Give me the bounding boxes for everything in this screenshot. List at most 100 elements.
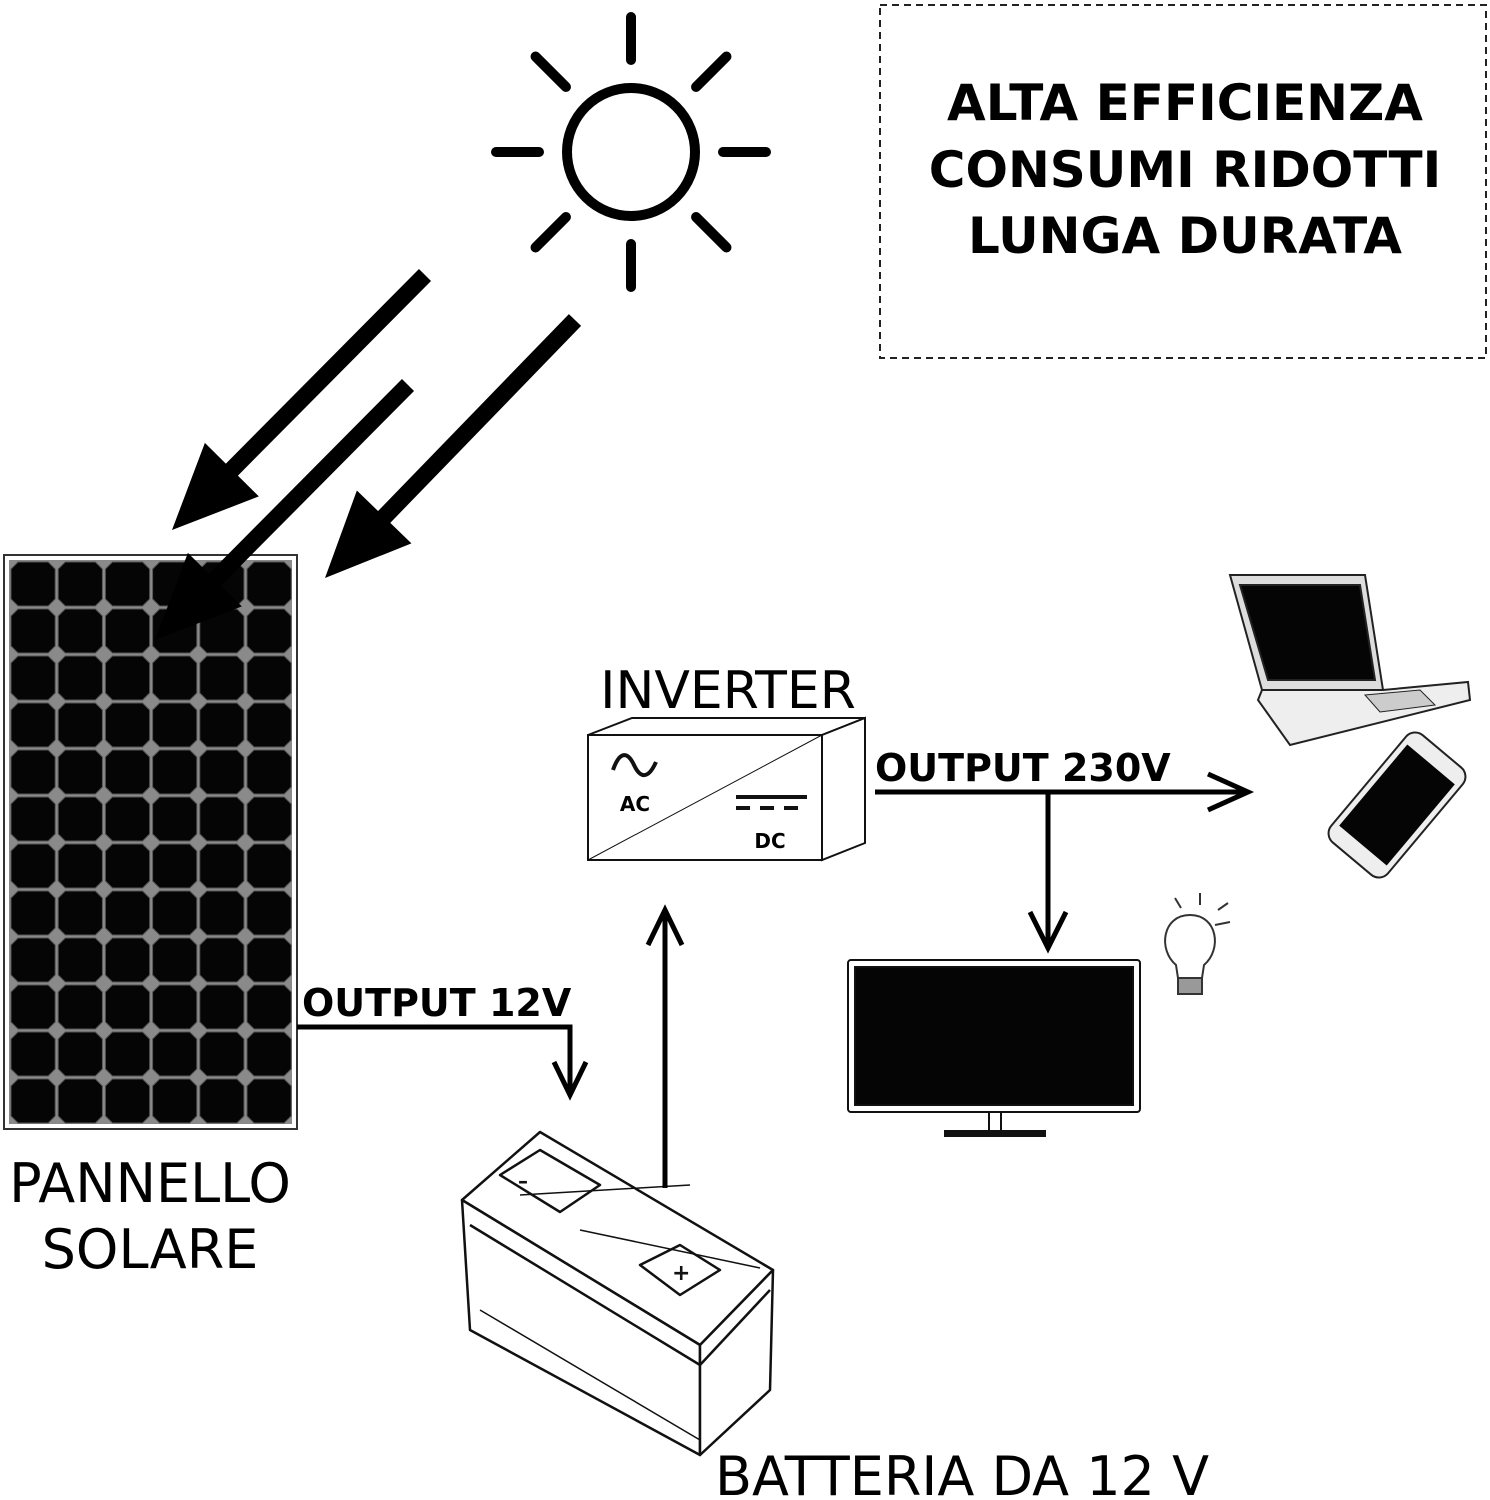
solar-cell [57,1031,103,1077]
solar-cell [104,749,151,795]
solar-cell [199,655,245,701]
solar-cell [57,890,103,936]
inverter-dc-label: DC [754,829,785,853]
solar-cell [10,984,56,1030]
solar-panel [3,554,298,1130]
solar-cell [10,655,56,701]
solar-cell [57,655,103,701]
solar-cell [199,702,245,748]
solar-cell [152,702,198,748]
solar-cell [199,749,245,795]
solar-cell [10,937,56,983]
solar-cell [104,937,151,983]
feature-reduced-consumption: CONSUMI RIDOTTI [929,141,1442,199]
sun-icon [491,12,771,292]
solar-cell [152,890,198,936]
solar-cell [57,984,103,1030]
solar-cell [152,749,198,795]
solar-cell [104,702,151,748]
solar-cell [57,561,103,607]
solar-cell [10,608,56,654]
battery-label: BATTERIA DA 12 V [715,1445,1209,1500]
solar-cell [152,937,198,983]
sun-ray [691,212,732,253]
solar-cell [10,890,56,936]
solar-cell [246,984,292,1030]
sun-ray [530,212,571,253]
sun-ray [691,51,732,92]
svg-text:–: – [518,1169,528,1193]
solar-cell [104,796,151,842]
solar-cell [199,1078,245,1124]
inverter-label: INVERTER [600,661,856,721]
solar-cell [57,749,103,795]
output-230v-arrows [875,771,1255,954]
battery-to-inverter-arrow [645,904,685,1188]
solar-cell [199,937,245,983]
tv-icon [847,959,1141,1137]
solar-cell [57,937,103,983]
solar-cell [246,937,292,983]
output-12v-label: OUTPUT 12V [302,981,572,1025]
solar-cell [246,843,292,889]
solar-cell [104,561,151,607]
solar-cell [104,1078,151,1124]
solar-cell [104,843,151,889]
panel-label-line2: SOLARE [42,1218,259,1281]
solar-cell [246,702,292,748]
laptop-icon [1228,574,1472,747]
solar-cell [246,655,292,701]
solar-cell [152,655,198,701]
sunlight-arrows [155,269,582,640]
solar-cell [57,608,103,654]
inverter-ac-label: AC [620,792,650,816]
solar-cell [57,1078,103,1124]
solar-cell [57,702,103,748]
solar-cell [10,749,56,795]
solar-cell [152,984,198,1030]
sun-ray [530,51,571,92]
solar-cell [57,796,103,842]
svg-text:+: + [672,1261,690,1286]
solar-cell [199,1031,245,1077]
solar-cell [246,608,292,654]
output-12v-arrow [297,1024,589,1101]
feature-high-efficiency: ALTA EFFICIENZA [947,74,1423,132]
solar-cell [104,890,151,936]
smartphone-icon [1327,731,1467,879]
solar-cell [10,1078,56,1124]
sunlight-arrow [325,314,582,578]
solar-cell [104,608,151,654]
solar-cell [246,1031,292,1077]
solar-cell [152,1031,198,1077]
ac-sine-icon [611,753,658,778]
solar-cell [199,843,245,889]
solar-cell [199,608,245,654]
solar-cell [10,843,56,889]
solar-cell [10,796,56,842]
solar-cell [152,843,198,889]
light-bulb-icon [1164,893,1231,995]
features-box: ALTA EFFICIENZA CONSUMI RIDOTTI LUNGA DU… [879,4,1487,359]
solar-cell [57,843,103,889]
solar-cell [199,890,245,936]
panel-label-line1: PANNELLO [9,1152,291,1215]
battery-icon: – + [460,1130,775,1457]
inverter-icon [587,716,866,862]
solar-cell [10,1031,56,1077]
solar-cell [152,796,198,842]
output-230v-label: OUTPUT 230V [875,746,1171,790]
sunlight-arrow [155,379,415,640]
solar-cell [104,984,151,1030]
solar-cell [246,890,292,936]
solar-cell [246,561,292,607]
solar-cell [152,1078,198,1124]
solar-cell [199,796,245,842]
solar-cell [199,984,245,1030]
sunlight-arrow [172,269,432,530]
solar-cell [246,749,292,795]
solar-cell [10,702,56,748]
solar-cell [10,561,56,607]
solar-cell [104,1031,151,1077]
